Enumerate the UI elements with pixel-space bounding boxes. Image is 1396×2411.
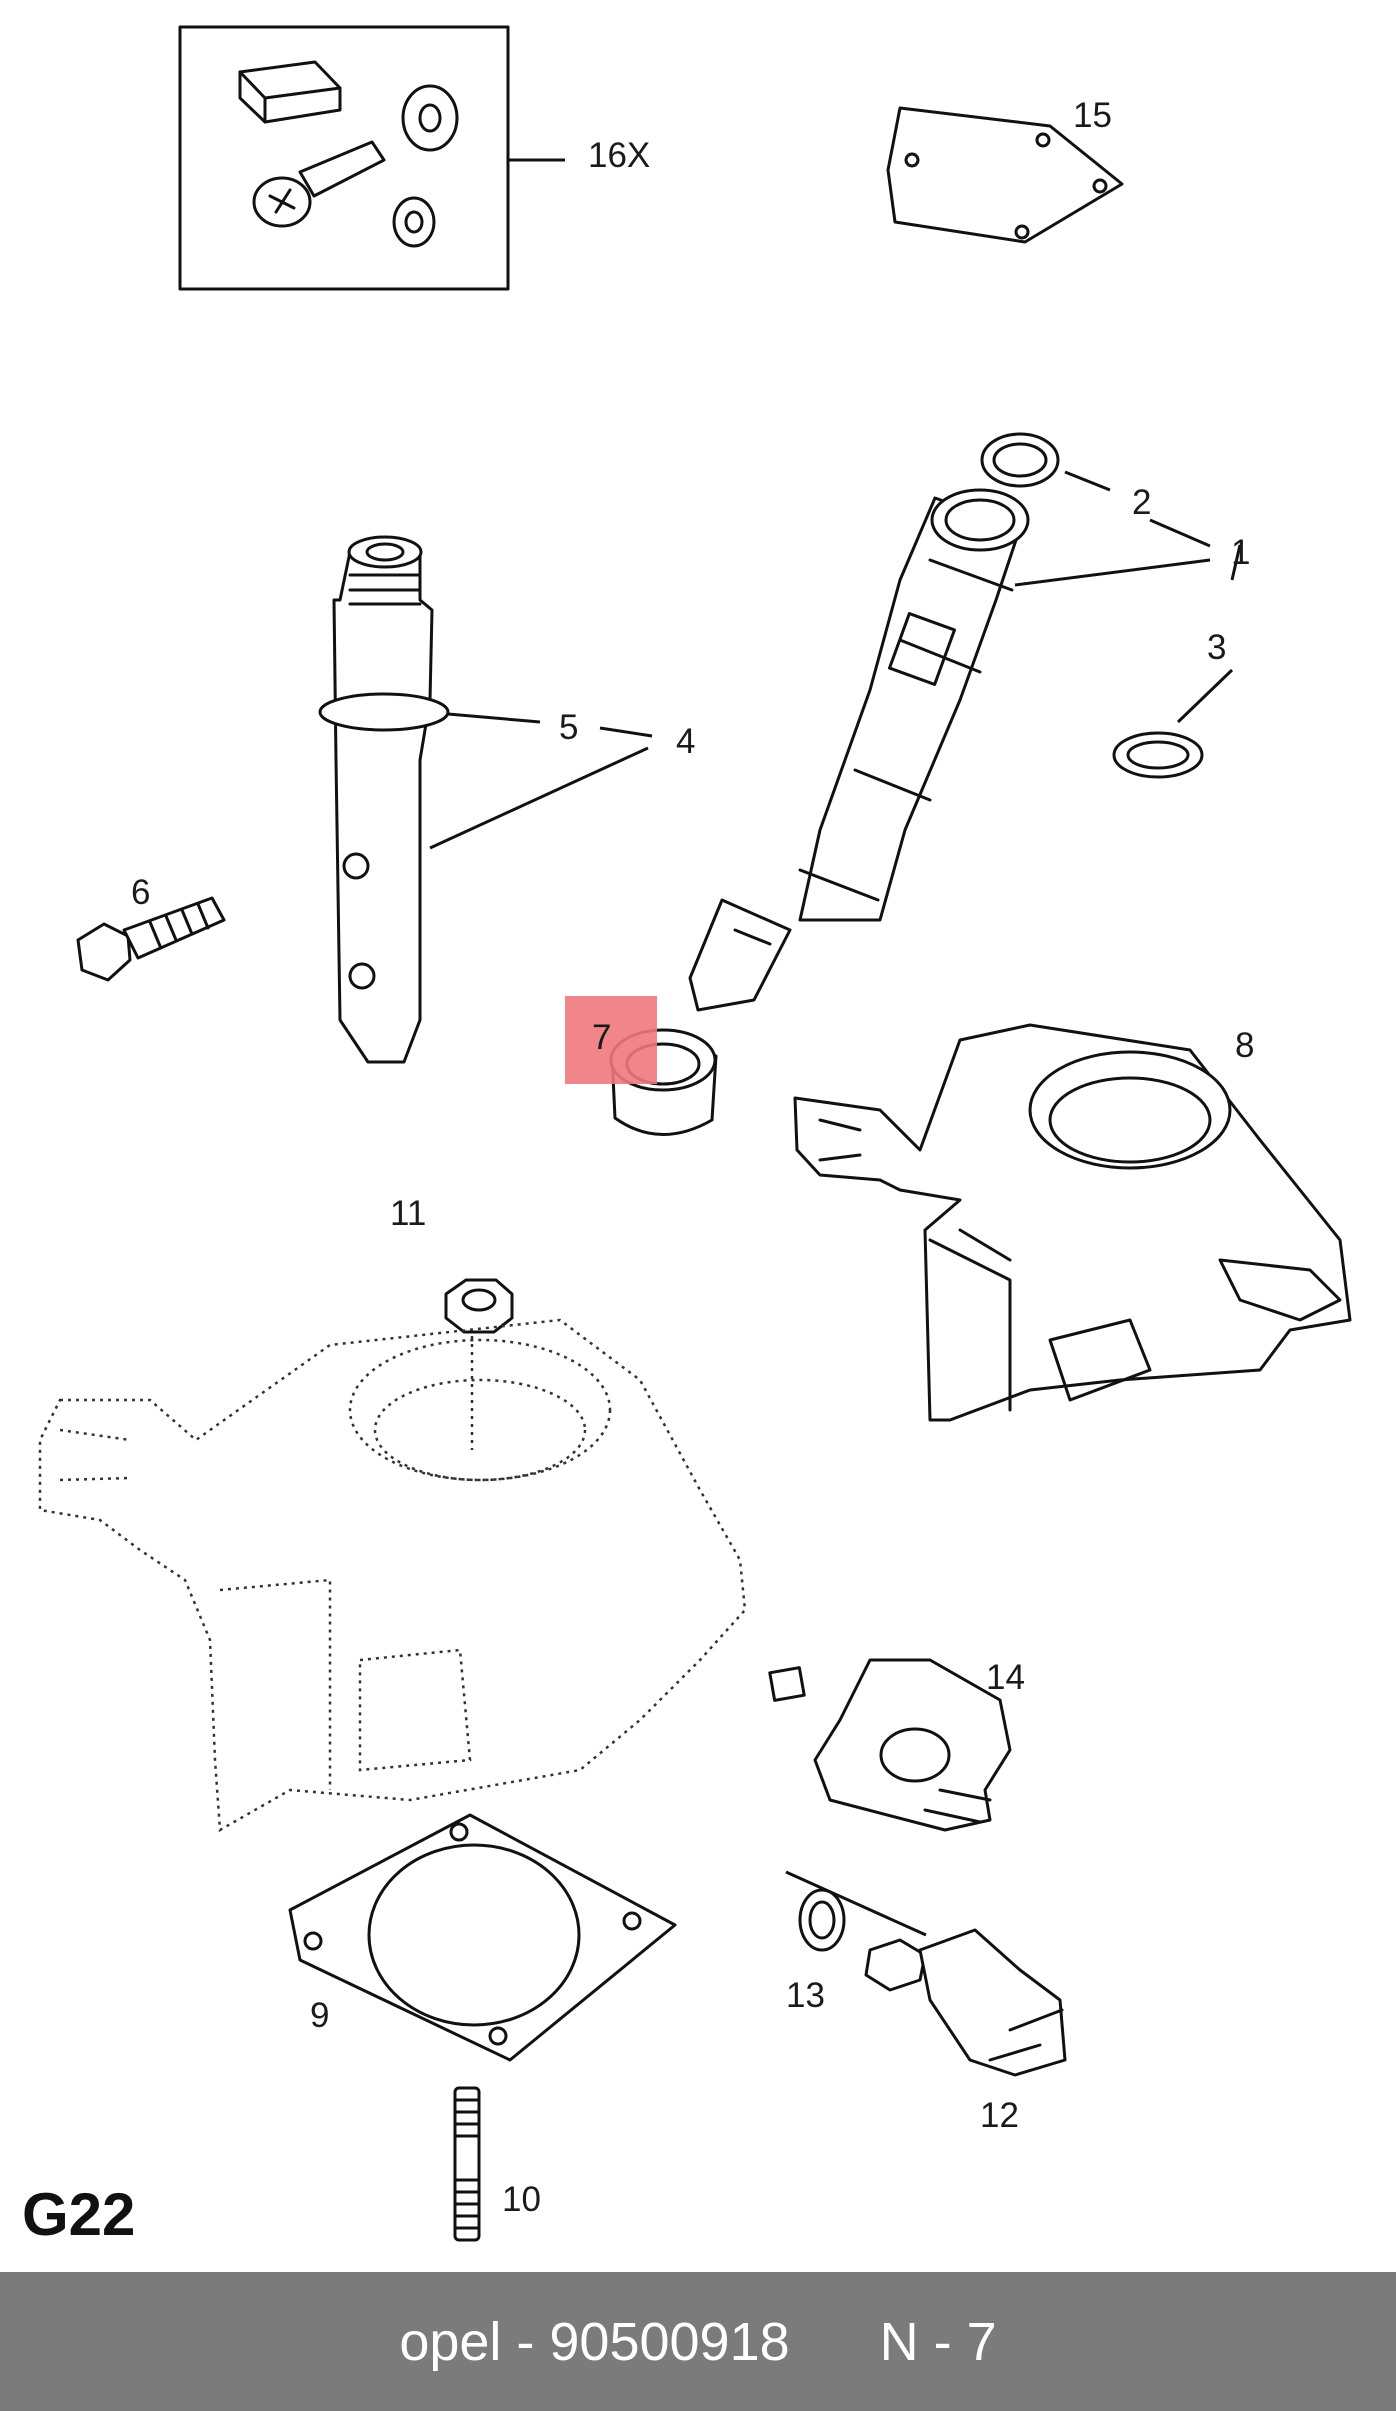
callout-4: 4 (676, 722, 696, 761)
seal-2-illustration (980, 432, 1111, 492)
sensor-14-illustration (768, 1658, 1012, 1832)
callout-7: 7 (592, 1018, 612, 1057)
callout-14: 14 (986, 1658, 1025, 1697)
stud-10-illustration (453, 2086, 481, 2242)
ring-13-illustration (785, 1870, 927, 1952)
callout-12: 12 (980, 2096, 1019, 2135)
footer-caption: opel - 90500918 N - 7 (399, 2311, 997, 2372)
washer-3-illustration (1112, 731, 1204, 779)
kit-16-illustration (178, 25, 565, 291)
callout-16: 16X (588, 136, 651, 175)
throttle-body-large-illustration (38, 1318, 747, 1833)
highlight-box (565, 996, 657, 1084)
callout-13: 13 (786, 1976, 825, 2015)
footer-bar: opel - 90500918 N - 7 (0, 2272, 1396, 2411)
bolt-6-illustration (76, 896, 226, 982)
callout-10: 10 (502, 2180, 541, 2219)
gasket-15-illustration (886, 106, 1124, 244)
callout-5: 5 (559, 708, 579, 747)
nut-11-illustration (444, 1278, 514, 1450)
throttle-body-8-illustration (793, 1023, 1352, 1422)
callout-2: 2 (1132, 483, 1152, 522)
callout-9: 9 (310, 1996, 330, 2035)
callout-1: 1 (1231, 533, 1251, 572)
callout-3: 3 (1207, 628, 1227, 667)
callout-6: 6 (131, 873, 151, 912)
gasket-9-illustration (288, 1813, 677, 2062)
valve-12-illustration (864, 1928, 1067, 2077)
callout-8: 8 (1235, 1026, 1255, 1065)
injector-1-illustration (688, 488, 1030, 1012)
plate-code: G22 (22, 2181, 136, 2248)
parts-diagram (38, 25, 1352, 2242)
callout-15: 15 (1073, 96, 1112, 135)
bracket-4-illustration (318, 535, 450, 1064)
callout-11: 11 (390, 1194, 427, 1233)
